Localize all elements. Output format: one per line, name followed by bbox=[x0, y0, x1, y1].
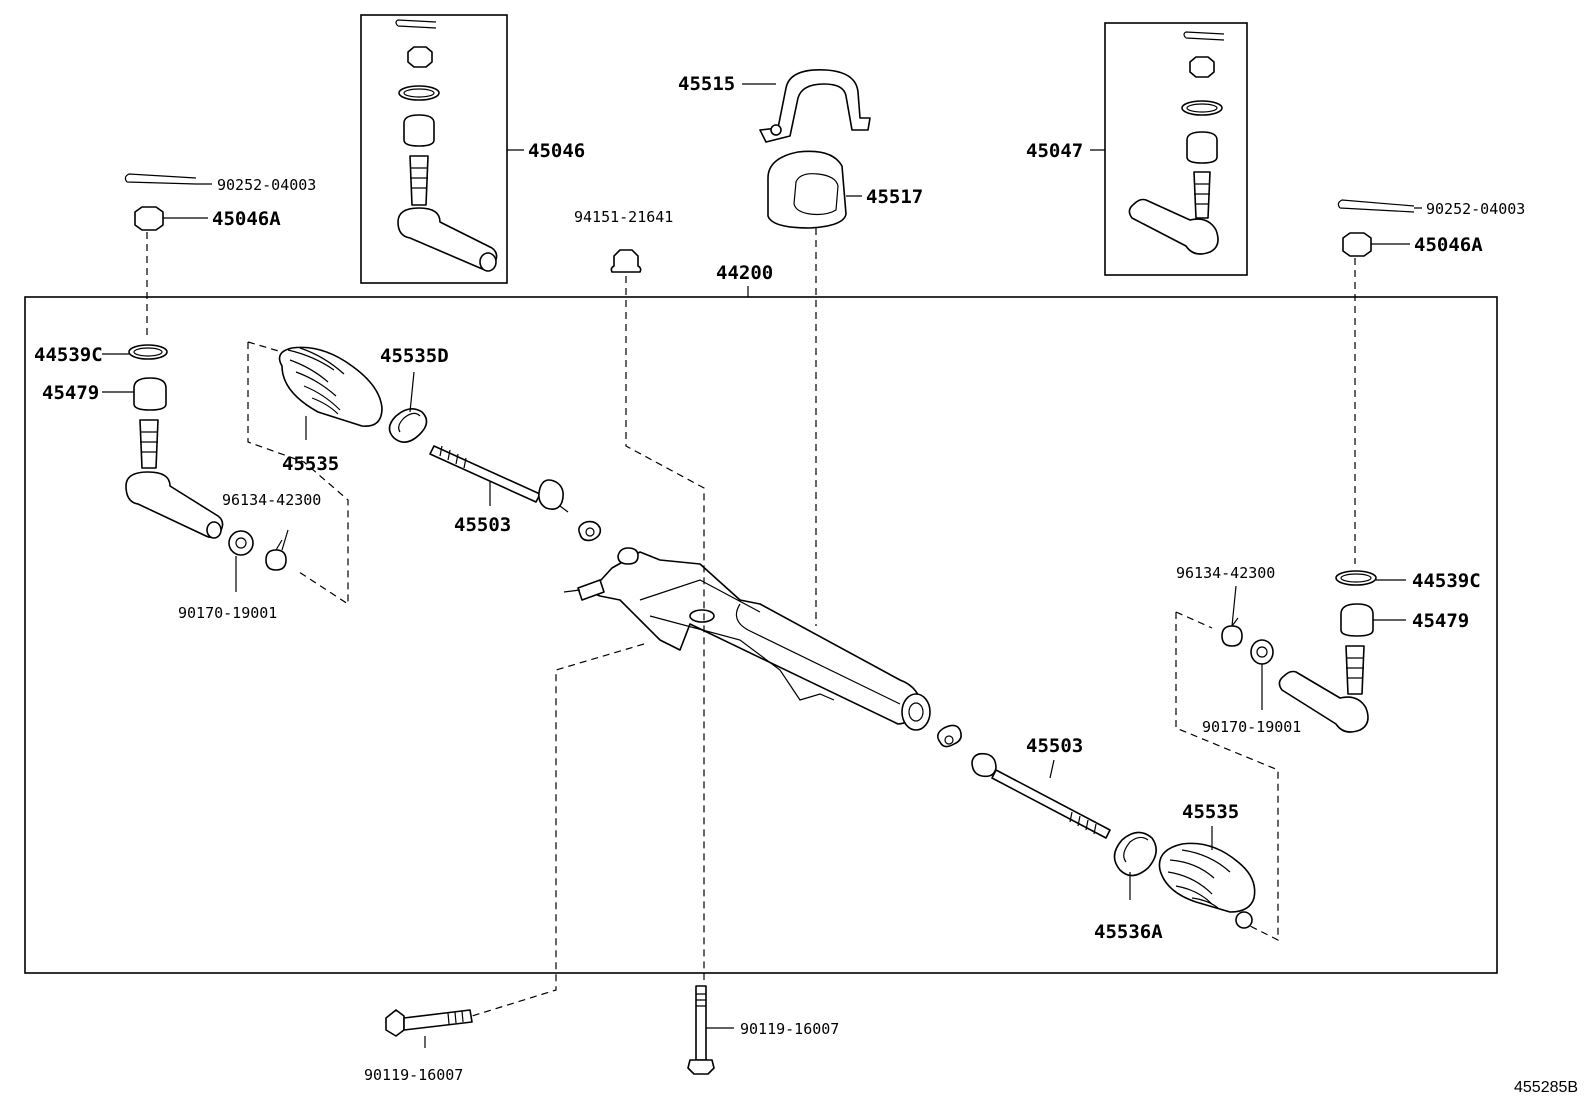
label-90252-left: 90252-04003 bbox=[217, 176, 316, 194]
label-90119-center: 90119-16007 bbox=[740, 1020, 839, 1038]
flange-nut-94151 bbox=[610, 249, 642, 273]
leader-lines bbox=[102, 83, 1422, 1048]
cotter-pin-left bbox=[124, 173, 197, 185]
rack-housing bbox=[563, 547, 931, 731]
label-96134-right: 96134-42300 bbox=[1176, 564, 1275, 582]
label-45479-right: 45479 bbox=[1412, 610, 1469, 632]
label-44539c-right: 44539C bbox=[1412, 570, 1481, 592]
label-90170-right: 90170-19001 bbox=[1202, 718, 1301, 736]
label-45503-left: 45503 bbox=[454, 514, 511, 536]
label-90119-left: 90119-16007 bbox=[364, 1066, 463, 1084]
label-45535-right: 45535 bbox=[1182, 801, 1239, 823]
clamp-left bbox=[265, 539, 287, 571]
seal-ring-right bbox=[1335, 570, 1377, 586]
label-45047: 45047 bbox=[1026, 140, 1083, 162]
label-45535d: 45535D bbox=[380, 345, 449, 367]
kit-left-parts bbox=[395, 19, 498, 272]
bellows-boot-right bbox=[1158, 842, 1256, 929]
label-44200: 44200 bbox=[716, 262, 773, 284]
label-96134-left: 96134-42300 bbox=[222, 491, 321, 509]
bolt-90119-lower-center bbox=[687, 985, 715, 1075]
castle-nut-right bbox=[1342, 232, 1372, 257]
boot-clamp-right bbox=[1113, 831, 1157, 877]
label-45046a-right: 45046A bbox=[1414, 234, 1483, 256]
dashed-lines bbox=[146, 228, 1356, 1017]
inner-tie-rod-right bbox=[971, 752, 1111, 839]
label-44539c-left: 44539C bbox=[34, 344, 103, 366]
cotter-pin-right bbox=[1337, 199, 1415, 213]
diagram-reference-number: 455285B bbox=[1514, 1079, 1578, 1096]
boot-clamp-left bbox=[388, 408, 428, 443]
castle-nut-left bbox=[134, 206, 164, 231]
label-45503-right: 45503 bbox=[1026, 735, 1083, 757]
label-45517: 45517 bbox=[866, 186, 923, 208]
tie-rod-end-kit-right-frame bbox=[1104, 22, 1248, 276]
dust-boot-left bbox=[133, 377, 167, 411]
rack-bracket-45515 bbox=[759, 69, 871, 143]
lock-washer-right bbox=[936, 724, 962, 748]
dust-boot-right bbox=[1340, 603, 1374, 637]
bracket-bushing-45517 bbox=[767, 150, 847, 229]
tie-rod-end-left bbox=[125, 419, 224, 539]
label-90252-right: 90252-04003 bbox=[1426, 200, 1525, 218]
label-45536a: 45536A bbox=[1094, 921, 1163, 943]
label-45515: 45515 bbox=[678, 73, 735, 95]
kit-right-parts bbox=[1128, 31, 1225, 255]
tie-rod-end-right bbox=[1278, 645, 1369, 733]
label-45479-left: 45479 bbox=[42, 382, 99, 404]
rack-assembly-frame bbox=[24, 296, 1498, 974]
label-90170-left: 90170-19001 bbox=[178, 604, 277, 622]
tie-rod-end-kit-left-frame bbox=[360, 14, 508, 284]
label-45046: 45046 bbox=[528, 140, 585, 162]
clamp-right bbox=[1221, 617, 1243, 647]
clip-nut-left bbox=[228, 530, 254, 556]
label-45046a-left: 45046A bbox=[212, 208, 281, 230]
bolt-90119-lower-left bbox=[385, 1009, 473, 1037]
bellows-boot-left bbox=[278, 346, 383, 427]
label-45535-left: 45535 bbox=[282, 453, 339, 475]
label-94151: 94151-21641 bbox=[574, 208, 673, 226]
inner-tie-rod-left bbox=[429, 445, 569, 513]
clip-nut-right bbox=[1250, 639, 1274, 665]
lock-washer-left bbox=[578, 520, 602, 542]
seal-ring-left bbox=[128, 344, 168, 360]
